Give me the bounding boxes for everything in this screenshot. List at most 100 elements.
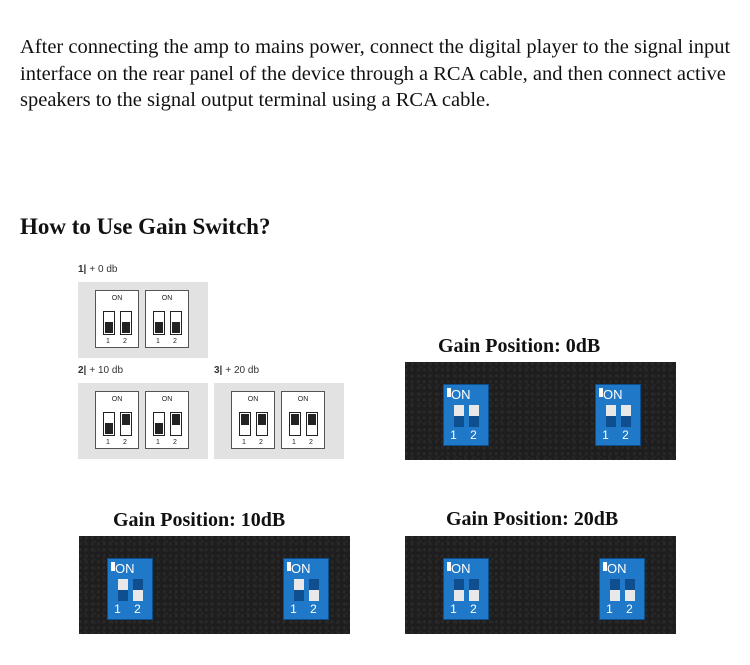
diagram-switch: ON 1 2 — [95, 391, 139, 449]
knob — [155, 322, 163, 333]
slot-2 — [306, 412, 318, 436]
dip-switch: ON 1 2 — [443, 384, 489, 446]
num-2: 2 — [259, 439, 263, 446]
switch-numbers: 1 2 — [450, 428, 482, 442]
lever-2 — [625, 579, 635, 601]
slot-2 — [120, 412, 132, 436]
lever-2 — [621, 405, 631, 427]
diagram-switch: ON 1 2 — [231, 391, 275, 449]
diagram-switch: ON 1 2 — [145, 391, 189, 449]
on-label: ON — [291, 561, 311, 576]
knob — [606, 405, 616, 416]
diagram-option-3: ON 1 2 ON 1 2 — [214, 383, 344, 459]
num-1: 1 — [242, 439, 246, 446]
knob — [610, 590, 620, 601]
knob — [105, 322, 113, 333]
slot-1 — [153, 311, 165, 335]
section-heading: How to Use Gain Switch? — [20, 214, 271, 239]
photo-gain-20db: ON 1 2 ON 1 2 — [405, 536, 676, 634]
intro-paragraph: After connecting the amp to mains power,… — [20, 36, 731, 111]
knob — [258, 414, 266, 425]
on-label: ON — [607, 561, 627, 576]
knob — [155, 423, 163, 434]
lever-1 — [118, 579, 128, 601]
on-marker — [447, 388, 451, 397]
option-2-gain: + 10 db — [89, 365, 124, 376]
knob — [172, 322, 180, 333]
lever-1 — [294, 579, 304, 601]
photo-gain-10db: ON 1 2 ON 1 2 — [79, 536, 350, 634]
option-1-number: 1| — [78, 264, 87, 275]
switch-numbers: 1 2 — [290, 602, 322, 616]
num-2: 2 — [123, 338, 127, 345]
num-2: 2 — [309, 439, 313, 446]
switch-numbers: 1 2 — [606, 602, 638, 616]
dip-switch: ON 1 2 — [595, 384, 641, 446]
gain-10db-title: Gain Position: 10dB — [113, 509, 286, 531]
slot-2 — [120, 311, 132, 335]
diagram-option-2: ON 1 2 ON 1 2 — [78, 383, 208, 459]
on-label: ON — [297, 396, 309, 403]
on-marker — [447, 562, 451, 571]
option-2-number: 2| — [78, 365, 87, 376]
photo-gain-0db: ON 1 2 ON 1 2 — [405, 362, 676, 460]
knob — [172, 414, 180, 425]
slot-1 — [239, 412, 251, 436]
knob — [454, 590, 464, 601]
option-1-gain: + 0 db — [89, 264, 118, 275]
num-2: 2 — [173, 439, 177, 446]
knob — [105, 423, 113, 434]
num-1: 1 — [156, 338, 160, 345]
num-2: 2 — [123, 439, 127, 446]
knob — [122, 414, 130, 425]
on-label: ON — [111, 295, 123, 302]
lever-1 — [610, 579, 620, 601]
lever-2 — [309, 579, 319, 601]
num-1: 1 — [106, 338, 110, 345]
on-label: ON — [451, 561, 471, 576]
dip-switch: ON 1 2 — [283, 558, 329, 620]
on-label: ON — [247, 396, 259, 403]
on-marker — [603, 562, 607, 571]
slot-1 — [153, 412, 165, 436]
slot-2 — [170, 412, 182, 436]
knob — [241, 414, 249, 425]
on-label: ON — [161, 396, 173, 403]
dip-switch: ON 1 2 — [107, 558, 153, 620]
knob — [309, 590, 319, 601]
on-label: ON — [603, 387, 623, 402]
knob — [454, 405, 464, 416]
knob — [291, 414, 299, 425]
option-3-label: 3|+ 20 db — [214, 365, 259, 376]
on-label: ON — [451, 387, 471, 402]
on-label: ON — [115, 561, 135, 576]
num-1: 1 — [292, 439, 296, 446]
knob — [469, 590, 479, 601]
diagram-switch: ON 1 2 — [281, 391, 325, 449]
diagram-switch: ON 1 2 — [95, 290, 139, 348]
diagram-switch: ON 1 2 — [145, 290, 189, 348]
dip-switch: ON 1 2 — [443, 558, 489, 620]
lever-2 — [469, 579, 479, 601]
lever-2 — [133, 579, 143, 601]
knob — [621, 405, 631, 416]
knob — [122, 322, 130, 333]
num-1: 1 — [106, 439, 110, 446]
switch-numbers: 1 2 — [450, 602, 482, 616]
lever-1 — [454, 405, 464, 427]
diagram-option-1: ON 1 2 ON 1 2 — [78, 282, 208, 358]
on-marker — [599, 388, 603, 397]
slot-2 — [170, 311, 182, 335]
knob — [308, 414, 316, 425]
gain-20db-title: Gain Position: 20dB — [446, 508, 619, 530]
knob — [118, 579, 128, 590]
dip-switch: ON 1 2 — [599, 558, 645, 620]
knob — [133, 590, 143, 601]
option-3-number: 3| — [214, 365, 223, 376]
option-2-label: 2|+ 10 db — [78, 365, 123, 376]
switch-numbers: 1 2 — [114, 602, 146, 616]
num-1: 1 — [156, 439, 160, 446]
slot-1 — [103, 412, 115, 436]
on-marker — [287, 562, 291, 571]
knob — [294, 579, 304, 590]
